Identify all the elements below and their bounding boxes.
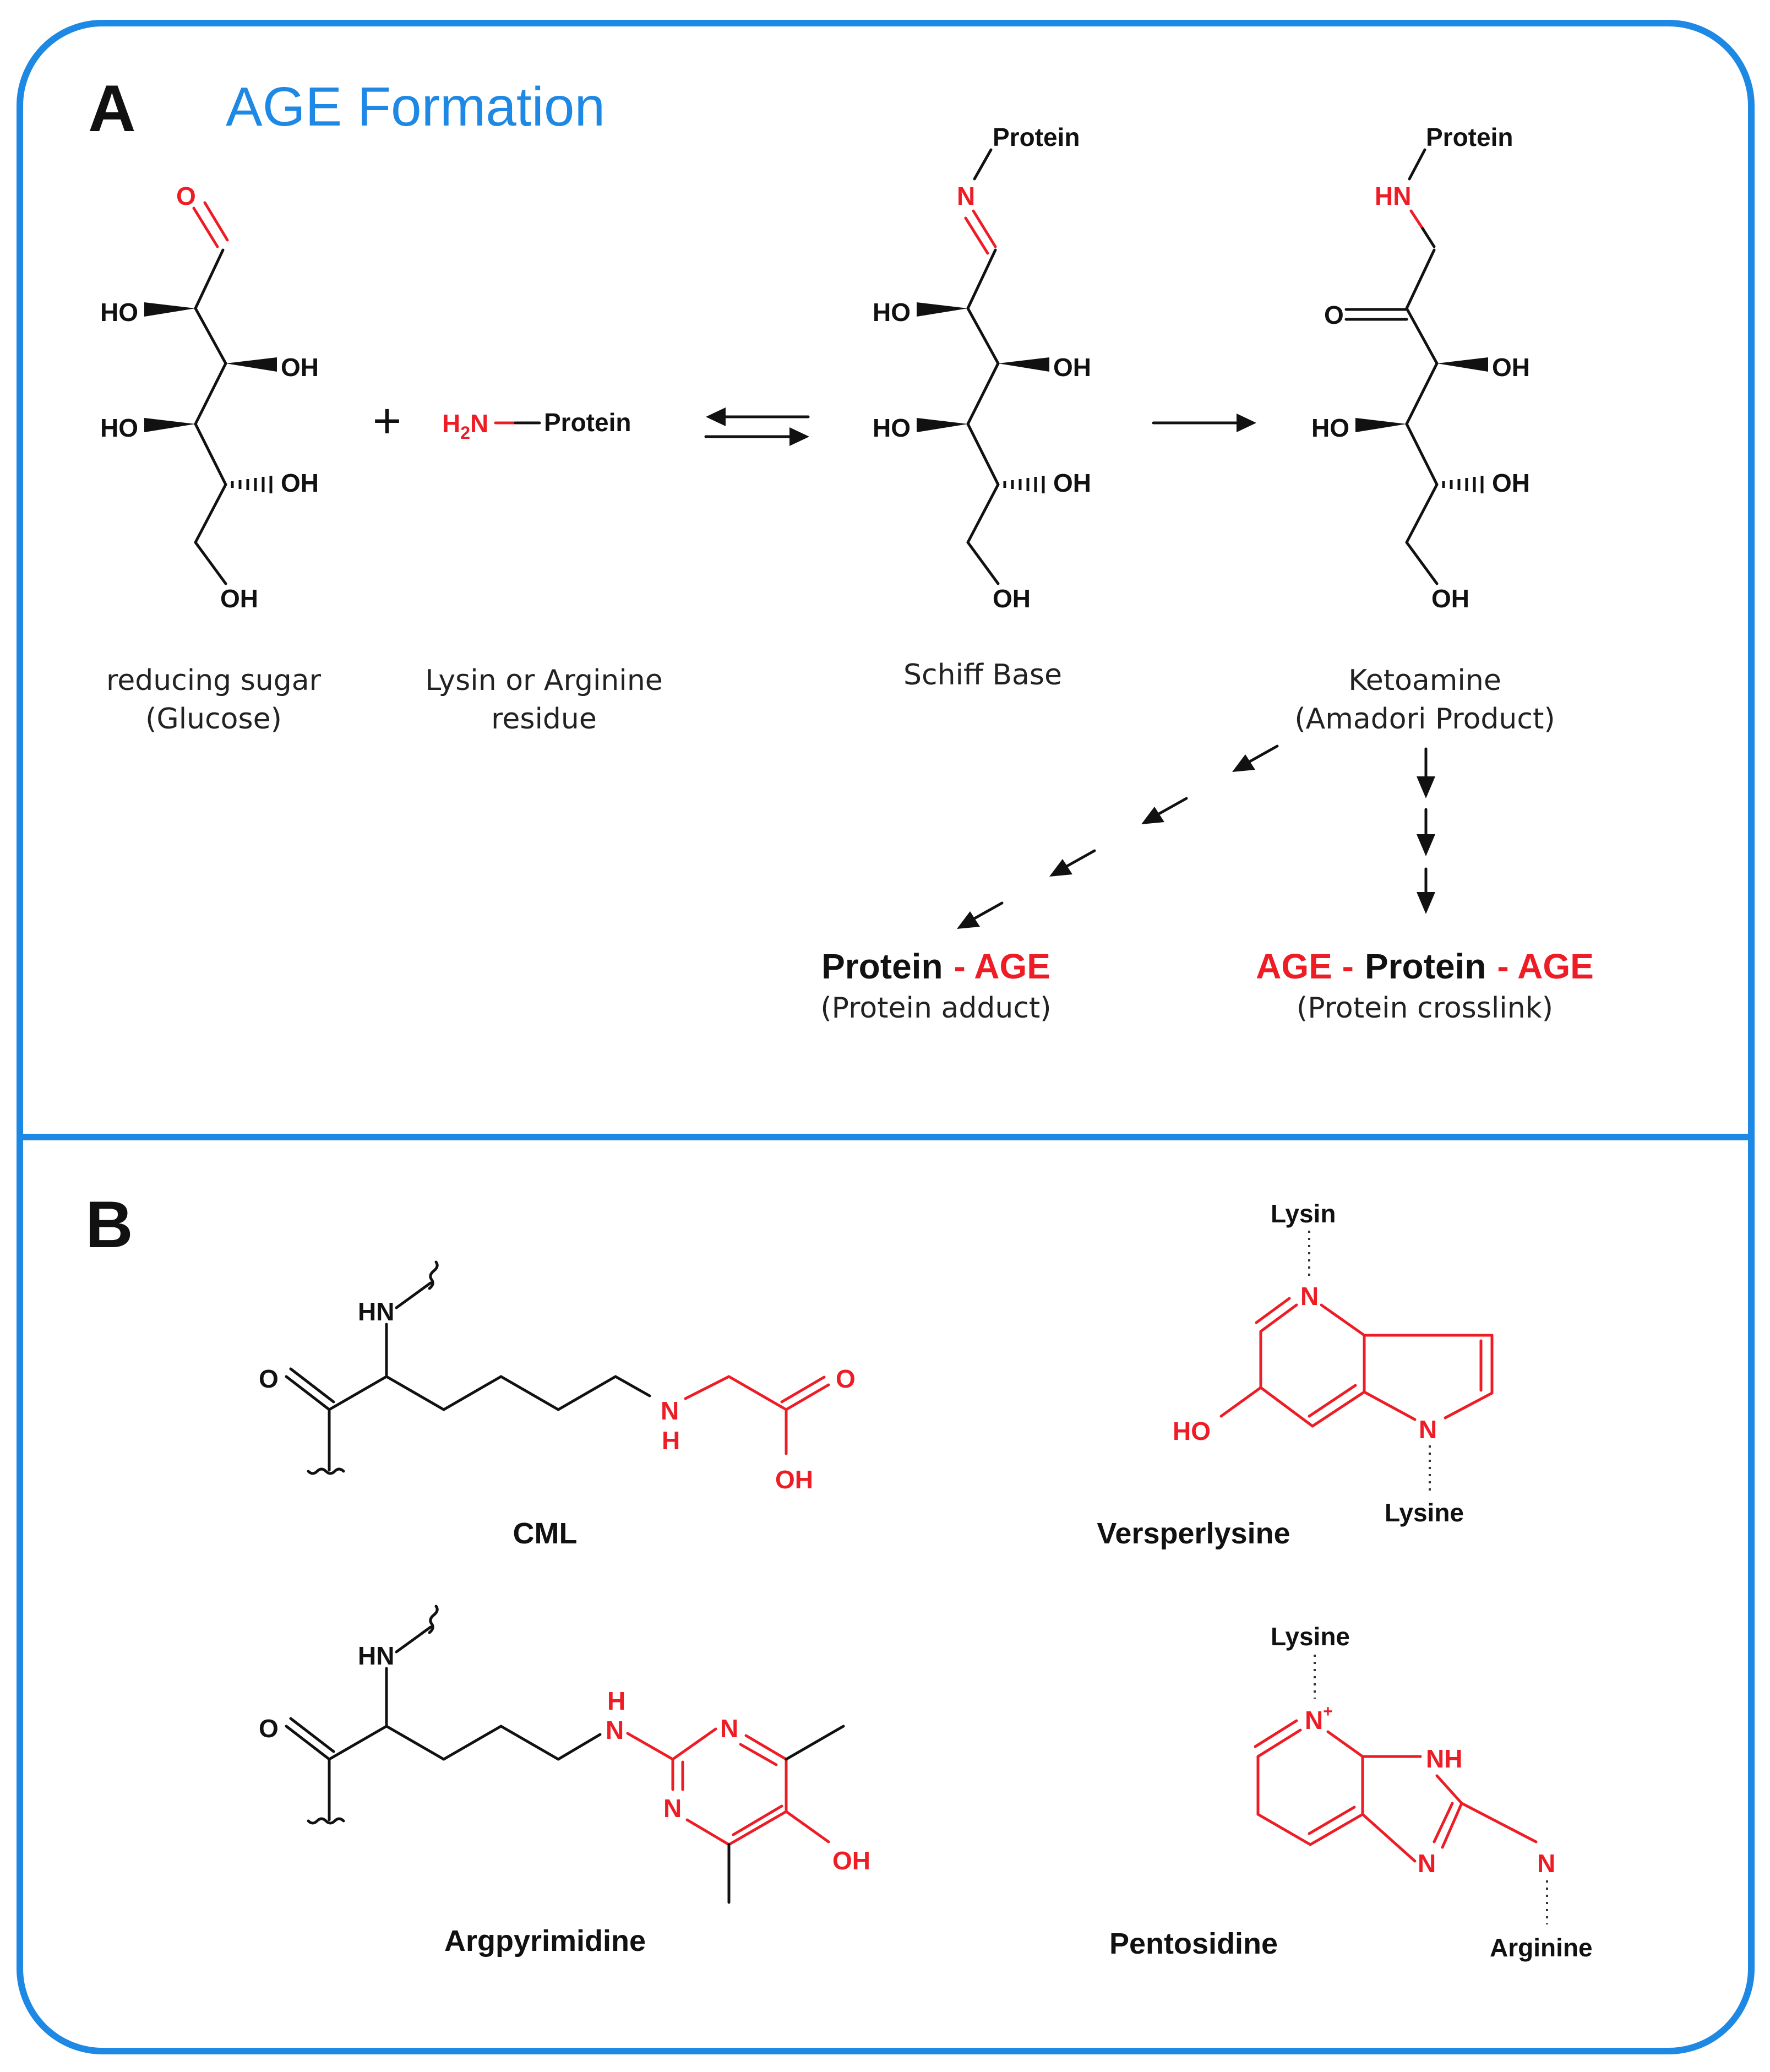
versperlysine-name: Versperlysine	[1097, 1517, 1290, 1550]
pentosidine-structure: Lysine N+ NH N N Arginine	[1254, 1622, 1593, 1962]
svg-text:H: H	[662, 1426, 680, 1455]
svg-text:O: O	[259, 1364, 279, 1393]
svg-text:OH: OH	[832, 1846, 870, 1875]
cml-structure: HN O N H O OH	[259, 1260, 856, 1494]
svg-text:N+: N+	[1305, 1703, 1333, 1734]
glucose-ho-2: HO	[100, 298, 138, 327]
svg-text:N: N	[720, 1714, 738, 1743]
svg-text:H2N: H2N	[442, 409, 488, 443]
residue-label-line1: Lysin or Arginine	[425, 664, 663, 697]
svg-text:OH: OH	[1431, 584, 1469, 613]
panel-a-title: AGE Formation	[226, 76, 605, 138]
svg-text:HO: HO	[873, 414, 911, 442]
svg-text:Arginine: Arginine	[1490, 1933, 1593, 1962]
svg-text:Lysine: Lysine	[1271, 1622, 1350, 1651]
svg-text:N: N	[661, 1396, 679, 1425]
svg-text:HN: HN	[358, 1297, 394, 1326]
adduct-pathway-arrows	[957, 744, 1279, 929]
glucose-structure: O HO OH HO OH OH	[100, 182, 319, 613]
svg-text:O: O	[259, 1714, 279, 1743]
schiff-base-label: Schiff Base	[903, 659, 1062, 692]
svg-text:HN: HN	[1375, 182, 1411, 210]
svg-text:H: H	[607, 1687, 625, 1715]
panel-a-letter: A	[88, 72, 136, 145]
pentosidine-name: Pentosidine	[1109, 1927, 1278, 1960]
svg-text:OH: OH	[775, 1465, 813, 1494]
cml-name: CML	[513, 1517, 578, 1550]
svg-text:NH: NH	[1426, 1744, 1462, 1773]
amine-reagent: H2N Protein	[442, 408, 631, 443]
svg-text:Protein: Protein	[993, 123, 1080, 151]
ketoamine-label-line2: (Amadori Product)	[1294, 703, 1555, 736]
crosslink-pathway-arrows	[1417, 747, 1435, 914]
panel-b-letter: B	[85, 1188, 133, 1261]
svg-text:N: N	[606, 1716, 624, 1744]
svg-text:HO: HO	[1311, 414, 1349, 442]
svg-text:N: N	[1419, 1415, 1437, 1444]
schiff-base-structure: Protein N HO OH HO OH OH	[873, 123, 1091, 613]
svg-text:HO: HO	[873, 298, 911, 327]
equilibrium-arrows	[704, 407, 810, 446]
svg-text:N: N	[1300, 1282, 1319, 1310]
svg-text:HN: HN	[358, 1641, 394, 1670]
svg-text:OH: OH	[1492, 353, 1530, 382]
glucose-ho-4: HO	[100, 414, 138, 442]
residue-label-line2: residue	[491, 703, 597, 736]
svg-text:OH: OH	[993, 584, 1031, 613]
ketoamine-structure: Protein HN O OH HO OH OH	[1311, 123, 1530, 613]
versperlysine-structure: Lysin N N HO Lysine	[1173, 1199, 1494, 1527]
svg-text:O: O	[836, 1364, 856, 1393]
svg-text:Lysine: Lysine	[1385, 1498, 1464, 1527]
svg-text:OH: OH	[1492, 469, 1530, 497]
ketoamine-label-line1: Ketoamine	[1348, 664, 1501, 697]
svg-text:N: N	[1537, 1849, 1555, 1878]
svg-text:OH: OH	[1053, 353, 1091, 382]
glucose-label-line1: reducing sugar	[106, 664, 322, 697]
glucose-label-line2: (Glucose)	[145, 703, 282, 736]
protein-crosslink-note: (Protein crosslink)	[1297, 992, 1553, 1025]
argpyrimidine-name: Argpyrimidine	[444, 1924, 646, 1957]
amine-protein-label: Protein	[544, 408, 631, 437]
argpyrimidine-structure: HN O H N N N OH	[259, 1605, 870, 1904]
protein-crosslink-product: AGE -Protein- AGE	[1256, 947, 1594, 986]
svg-text:HO: HO	[1173, 1417, 1211, 1445]
forward-arrow	[1152, 414, 1256, 432]
svg-text:OH: OH	[1053, 469, 1091, 497]
svg-text:O: O	[1324, 301, 1344, 329]
svg-text:N: N	[663, 1794, 682, 1823]
plus-sign: +	[373, 394, 402, 449]
figure-frame	[17, 20, 1755, 2054]
svg-text:N: N	[1418, 1849, 1436, 1878]
svg-text:N: N	[957, 182, 975, 210]
protein-adduct-note: (Protein adduct)	[820, 992, 1051, 1025]
glucose-carbonyl-o: O	[176, 182, 196, 210]
glucose-oh-3: OH	[281, 353, 319, 382]
glucose-oh-6: OH	[220, 584, 258, 613]
svg-text:Lysin: Lysin	[1271, 1199, 1336, 1228]
protein-adduct-product: Protein- AGE	[821, 947, 1050, 986]
svg-text:Protein: Protein	[1426, 123, 1513, 151]
glucose-oh-5: OH	[281, 469, 319, 497]
